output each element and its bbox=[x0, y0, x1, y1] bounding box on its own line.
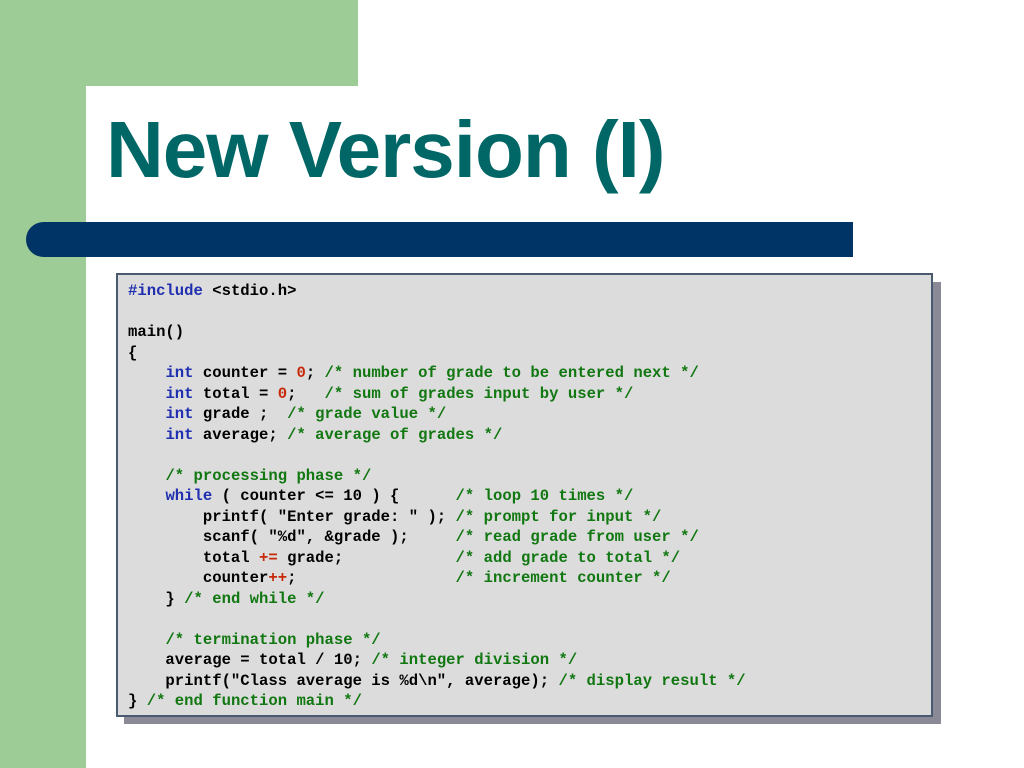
code-line: } /* end while */ bbox=[128, 589, 325, 608]
code-line: /* processing phase */ bbox=[165, 466, 372, 485]
code-line: int total = 0; /* sum of grades input by… bbox=[165, 384, 634, 403]
code-line: scanf( "%d", &grade ); /* read grade fro… bbox=[128, 528, 699, 546]
code-line: counter++; /* increment counter */ bbox=[128, 569, 671, 587]
code-line: int average; /* average of grades */ bbox=[165, 425, 503, 444]
code-line: int counter = 0; /* number of grade to b… bbox=[165, 364, 699, 382]
code-box: #include <stdio.h> main() { int counter … bbox=[116, 273, 933, 717]
code-line: while ( counter <= 10 ) { /* loop 10 tim… bbox=[165, 487, 634, 505]
code-line: #include <stdio.h> bbox=[128, 282, 297, 300]
code-line: main() bbox=[128, 323, 185, 341]
code-line: printf( "Enter grade: " ); /* prompt for… bbox=[128, 507, 662, 526]
code-line: { bbox=[128, 343, 138, 362]
title-underline-bar bbox=[26, 222, 853, 257]
code-line: /* termination phase */ bbox=[165, 630, 381, 649]
slide-title: New Version (I) bbox=[106, 105, 665, 194]
code-block: #include <stdio.h> main() { int counter … bbox=[128, 281, 746, 712]
code-line: printf("Class average is %d\n", average)… bbox=[128, 671, 746, 690]
code-line: total += grade; /* add grade to total */ bbox=[128, 548, 681, 567]
green-accent-left bbox=[0, 0, 86, 768]
code-line: average = total / 10; /* integer divisio… bbox=[128, 651, 578, 669]
code-line: int grade ; /* grade value */ bbox=[165, 405, 447, 423]
code-line: } /* end function main */ bbox=[128, 692, 362, 710]
